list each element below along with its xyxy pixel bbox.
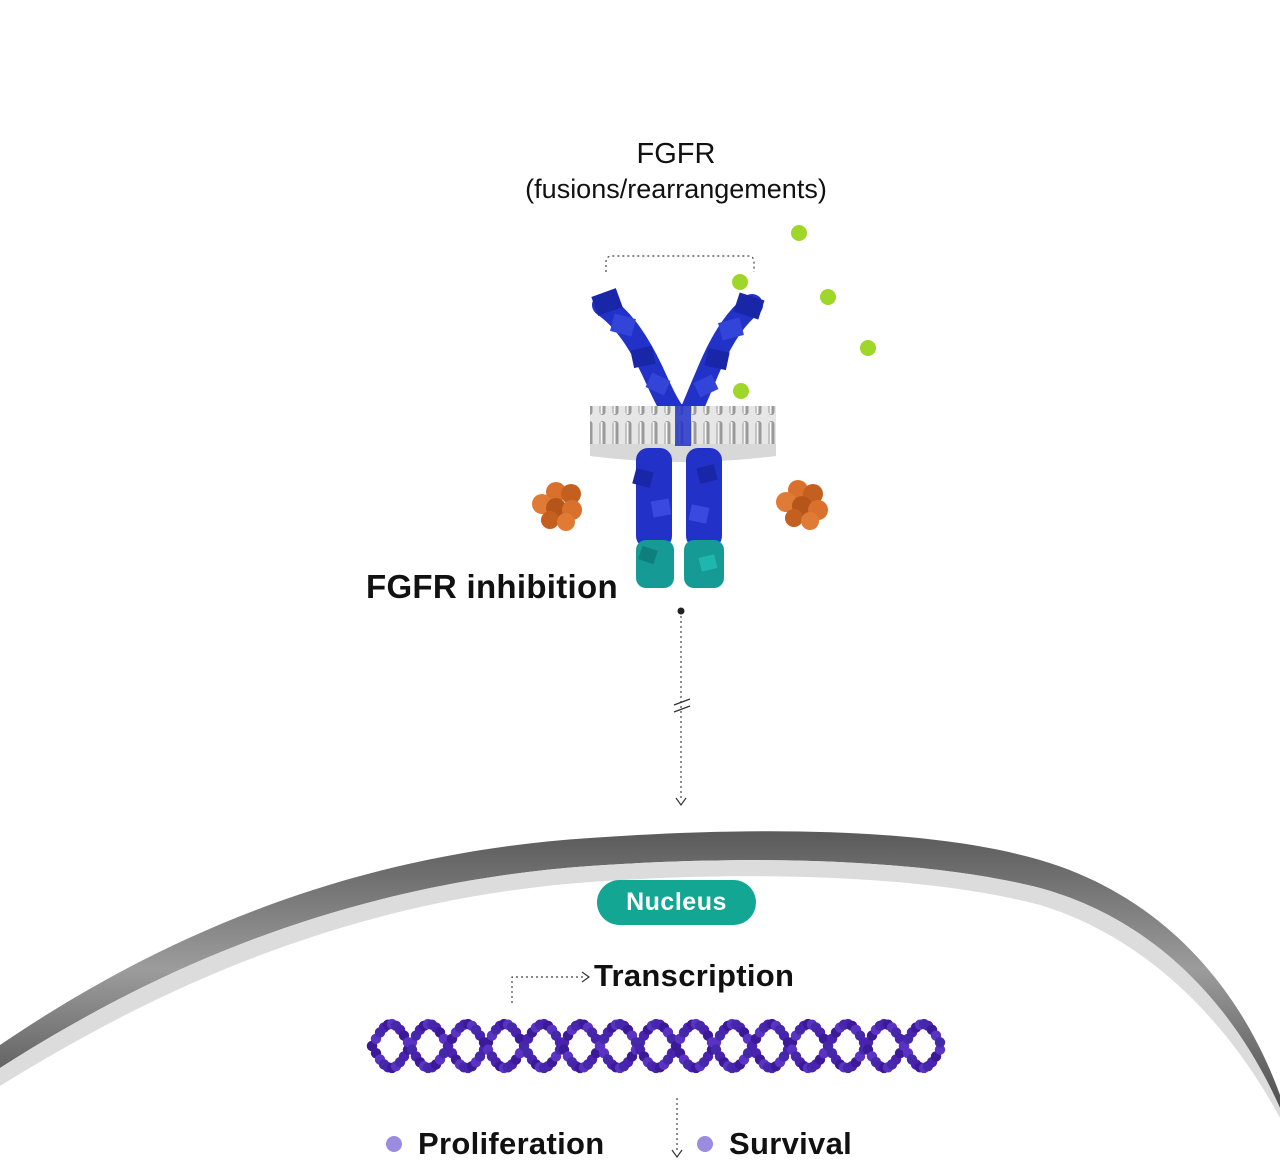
ligand [733, 383, 749, 399]
outcome-item-proliferation: Proliferation [386, 1126, 604, 1162]
fgfr-extracellular-domain [591, 288, 765, 425]
nuclear-envelope [0, 831, 1280, 1118]
nucleus-badge: Nucleus [597, 880, 756, 925]
transcription-arrow [511, 971, 591, 1003]
fgfr-inhibitor-right [776, 480, 828, 530]
block-mark [673, 705, 691, 713]
block-mark [673, 698, 691, 706]
ligand [860, 340, 876, 356]
outcome-arrow [671, 1098, 683, 1159]
cell-membrane [590, 404, 776, 462]
inhibition-label: FGFR inhibition [366, 568, 618, 605]
receptor-subtitle: (fusions/rearrangements) [525, 174, 827, 204]
outcome-label: Survival [729, 1126, 853, 1161]
dna-bead [934, 1037, 946, 1048]
bullet-dot [697, 1136, 713, 1152]
blocked-signal-arrow [673, 607, 691, 807]
ligand [732, 274, 748, 290]
receptor-title: FGFR [636, 138, 716, 170]
fgfr-intracellular-domain [632, 448, 722, 548]
ligand [791, 225, 807, 241]
ligand-group [732, 225, 876, 399]
fgfr-inhibitor-left [532, 482, 582, 531]
receptor-bracket [605, 255, 755, 272]
outcome-label: Proliferation [418, 1126, 605, 1161]
bullet-dot [386, 1136, 402, 1152]
outcome-item-survival: Survival [697, 1126, 852, 1162]
dna-bead [934, 1044, 946, 1055]
ligand [820, 289, 836, 305]
dna-double-helix [366, 1018, 946, 1074]
transcription-label: Transcription [594, 958, 795, 993]
kinase-domain [636, 540, 724, 588]
